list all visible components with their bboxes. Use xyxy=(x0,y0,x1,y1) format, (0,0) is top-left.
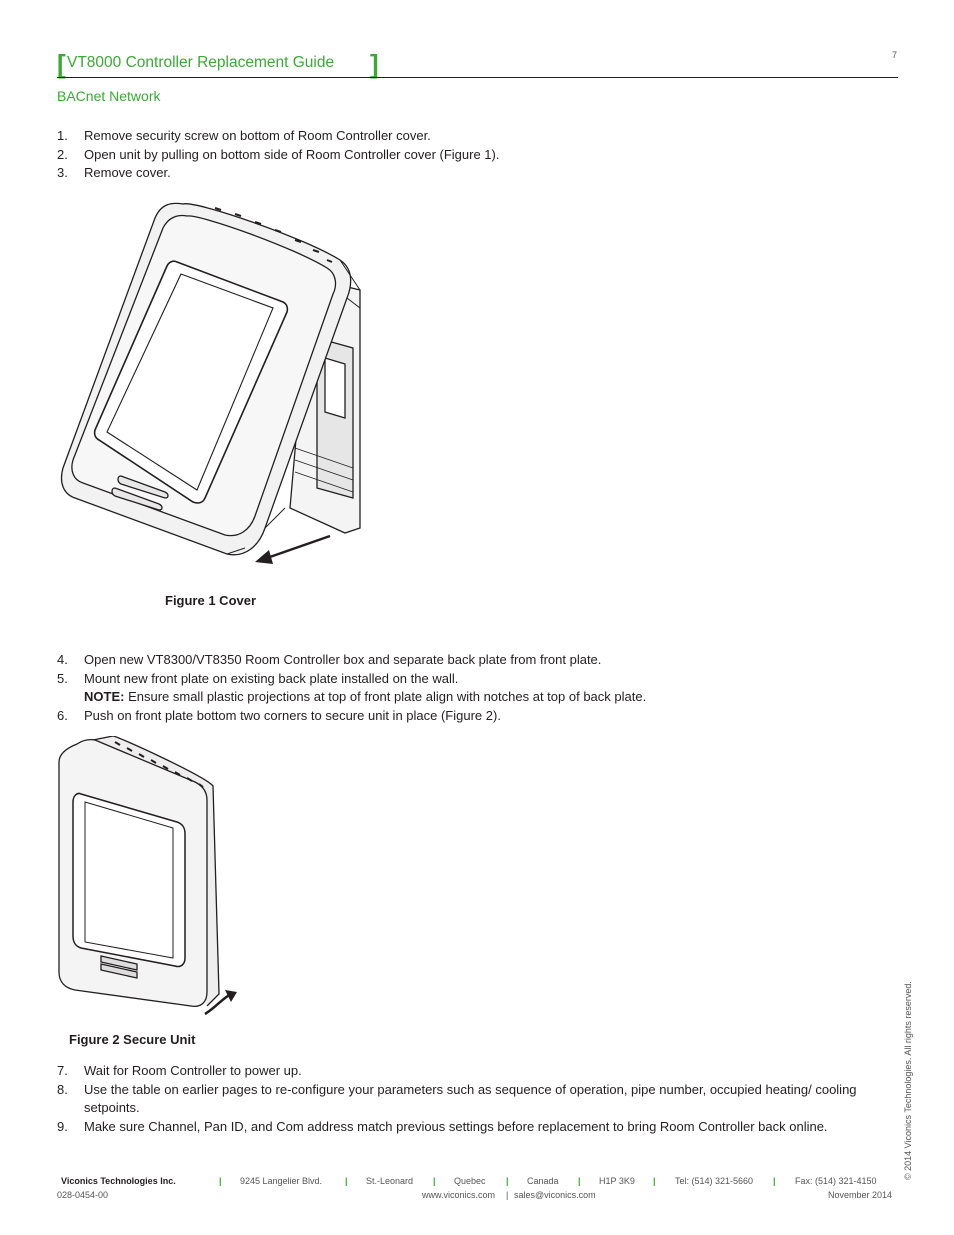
footer-fax: Fax: (514) 321-4150 xyxy=(795,1176,877,1186)
step-text: Open new VT8300/VT8350 Room Controller b… xyxy=(84,652,602,667)
footer-separator: | xyxy=(433,1176,436,1186)
footer-website-link[interactable]: www.viconics.com xyxy=(422,1190,496,1200)
header-rule xyxy=(57,77,898,78)
list-item: 3. Remove cover. xyxy=(57,164,887,183)
footer-city: St.-Leonard xyxy=(366,1176,414,1186)
list-item: 9. Make sure Channel, Pan ID, and Com add… xyxy=(57,1118,887,1137)
figure-2-caption: Figure 2 Secure Unit xyxy=(69,1032,196,1047)
steps-list-1: 1. Remove security screw on bottom of Roo… xyxy=(57,127,887,183)
header-bracket-left: [ xyxy=(57,49,66,79)
header-bracket-right: ] xyxy=(370,49,379,79)
note-text: Ensure small plastic projections at top … xyxy=(124,689,647,704)
footer-meta-row: 028-0454-00 www.viconics.com | sales@vic… xyxy=(57,1190,894,1202)
step-text: Wait for Room Controller to power up. xyxy=(84,1063,302,1078)
step-number: 4. xyxy=(57,652,68,667)
step-text: Make sure Channel, Pan ID, and Com addre… xyxy=(84,1118,828,1134)
footer-separator: | xyxy=(773,1176,776,1186)
footer-separator: | xyxy=(506,1190,509,1200)
step-text: Mount new front plate on existing back p… xyxy=(84,670,459,686)
step-number: 9. xyxy=(57,1118,68,1134)
step-number: 8. xyxy=(57,1081,68,1097)
footer-date: November 2014 xyxy=(827,1190,892,1200)
footer-doc-number: 028-0454-00 xyxy=(57,1190,109,1200)
footer-address: 9245 Langelier Blvd. xyxy=(240,1176,323,1186)
footer-separator: | xyxy=(506,1176,509,1186)
list-item: 6. Push on front plate bottom two corners… xyxy=(57,707,887,726)
figure-1-cover-image xyxy=(60,202,361,564)
step-number: 7. xyxy=(57,1063,68,1078)
section-title: BACnet Network xyxy=(57,88,161,104)
list-item: 4. Open new VT8300/VT8350 Room Controller… xyxy=(57,651,887,670)
note-item: NOTE: Ensure small plastic projections a… xyxy=(57,688,887,707)
step-text: Push on front plate bottom two corners t… xyxy=(84,707,501,723)
copyright-notice: © 2014 Viconics Technologies. All rights… xyxy=(903,981,913,1180)
figure-1-caption: Figure 1 Cover xyxy=(165,593,257,608)
figure-2-secure-unit-image xyxy=(58,736,237,1016)
page-number: 7 xyxy=(891,50,897,60)
step-text: Use the table on earlier pages to re-con… xyxy=(84,1081,857,1116)
footer-separator: | xyxy=(345,1176,348,1186)
footer-separator: | xyxy=(653,1176,656,1186)
guide-title: VT8000 Controller Replacement Guide xyxy=(67,54,335,71)
steps-list-2: 4. Open new VT8300/VT8350 Room Controller… xyxy=(57,651,887,725)
document-header: [ VT8000 Controller Replacement Guide ] … xyxy=(57,50,897,78)
footer-province: Quebec xyxy=(454,1176,486,1186)
step-text: Remove cover. xyxy=(84,165,171,180)
step-number: 5. xyxy=(57,670,68,686)
note-label: NOTE: xyxy=(84,689,125,704)
secure-arrow-icon xyxy=(204,990,237,1016)
footer-separator: | xyxy=(578,1176,581,1186)
step-number: 2. xyxy=(57,146,68,162)
step-number: 6. xyxy=(57,707,68,723)
pull-arrow-icon xyxy=(255,534,331,564)
steps-list-3: 7.Wait for Room Controller to power up. … xyxy=(57,1062,887,1136)
footer-tel: Tel: (514) 321-5660 xyxy=(675,1176,754,1186)
step-text: Open unit by pulling on bottom side of R… xyxy=(84,146,500,162)
footer-email-link[interactable]: sales@viconics.com xyxy=(514,1190,596,1200)
step-text: Remove security screw on bottom of Room … xyxy=(84,128,431,143)
footer-separator: | xyxy=(219,1176,222,1186)
list-item: 1. Remove security screw on bottom of Roo… xyxy=(57,127,887,146)
footer-contact-row: Viconics Technologies Inc. | 9245 Langel… xyxy=(57,1176,887,1188)
step-number: 3. xyxy=(57,165,68,180)
list-item: 7. Wait for Room Controller to power up. xyxy=(57,1062,887,1081)
list-item: 5. Mount new front plate on existing back… xyxy=(57,670,887,689)
list-item: 2. Open unit by pulling on bottom side of… xyxy=(57,146,887,165)
footer-company: Viconics Technologies Inc. xyxy=(61,1176,176,1186)
footer-country: Canada xyxy=(527,1176,559,1186)
list-item: 8. Use the table on earlier pages to re-c… xyxy=(57,1081,887,1118)
footer-postal: H1P 3K9 xyxy=(599,1176,635,1186)
step-number: 1. xyxy=(57,128,68,143)
